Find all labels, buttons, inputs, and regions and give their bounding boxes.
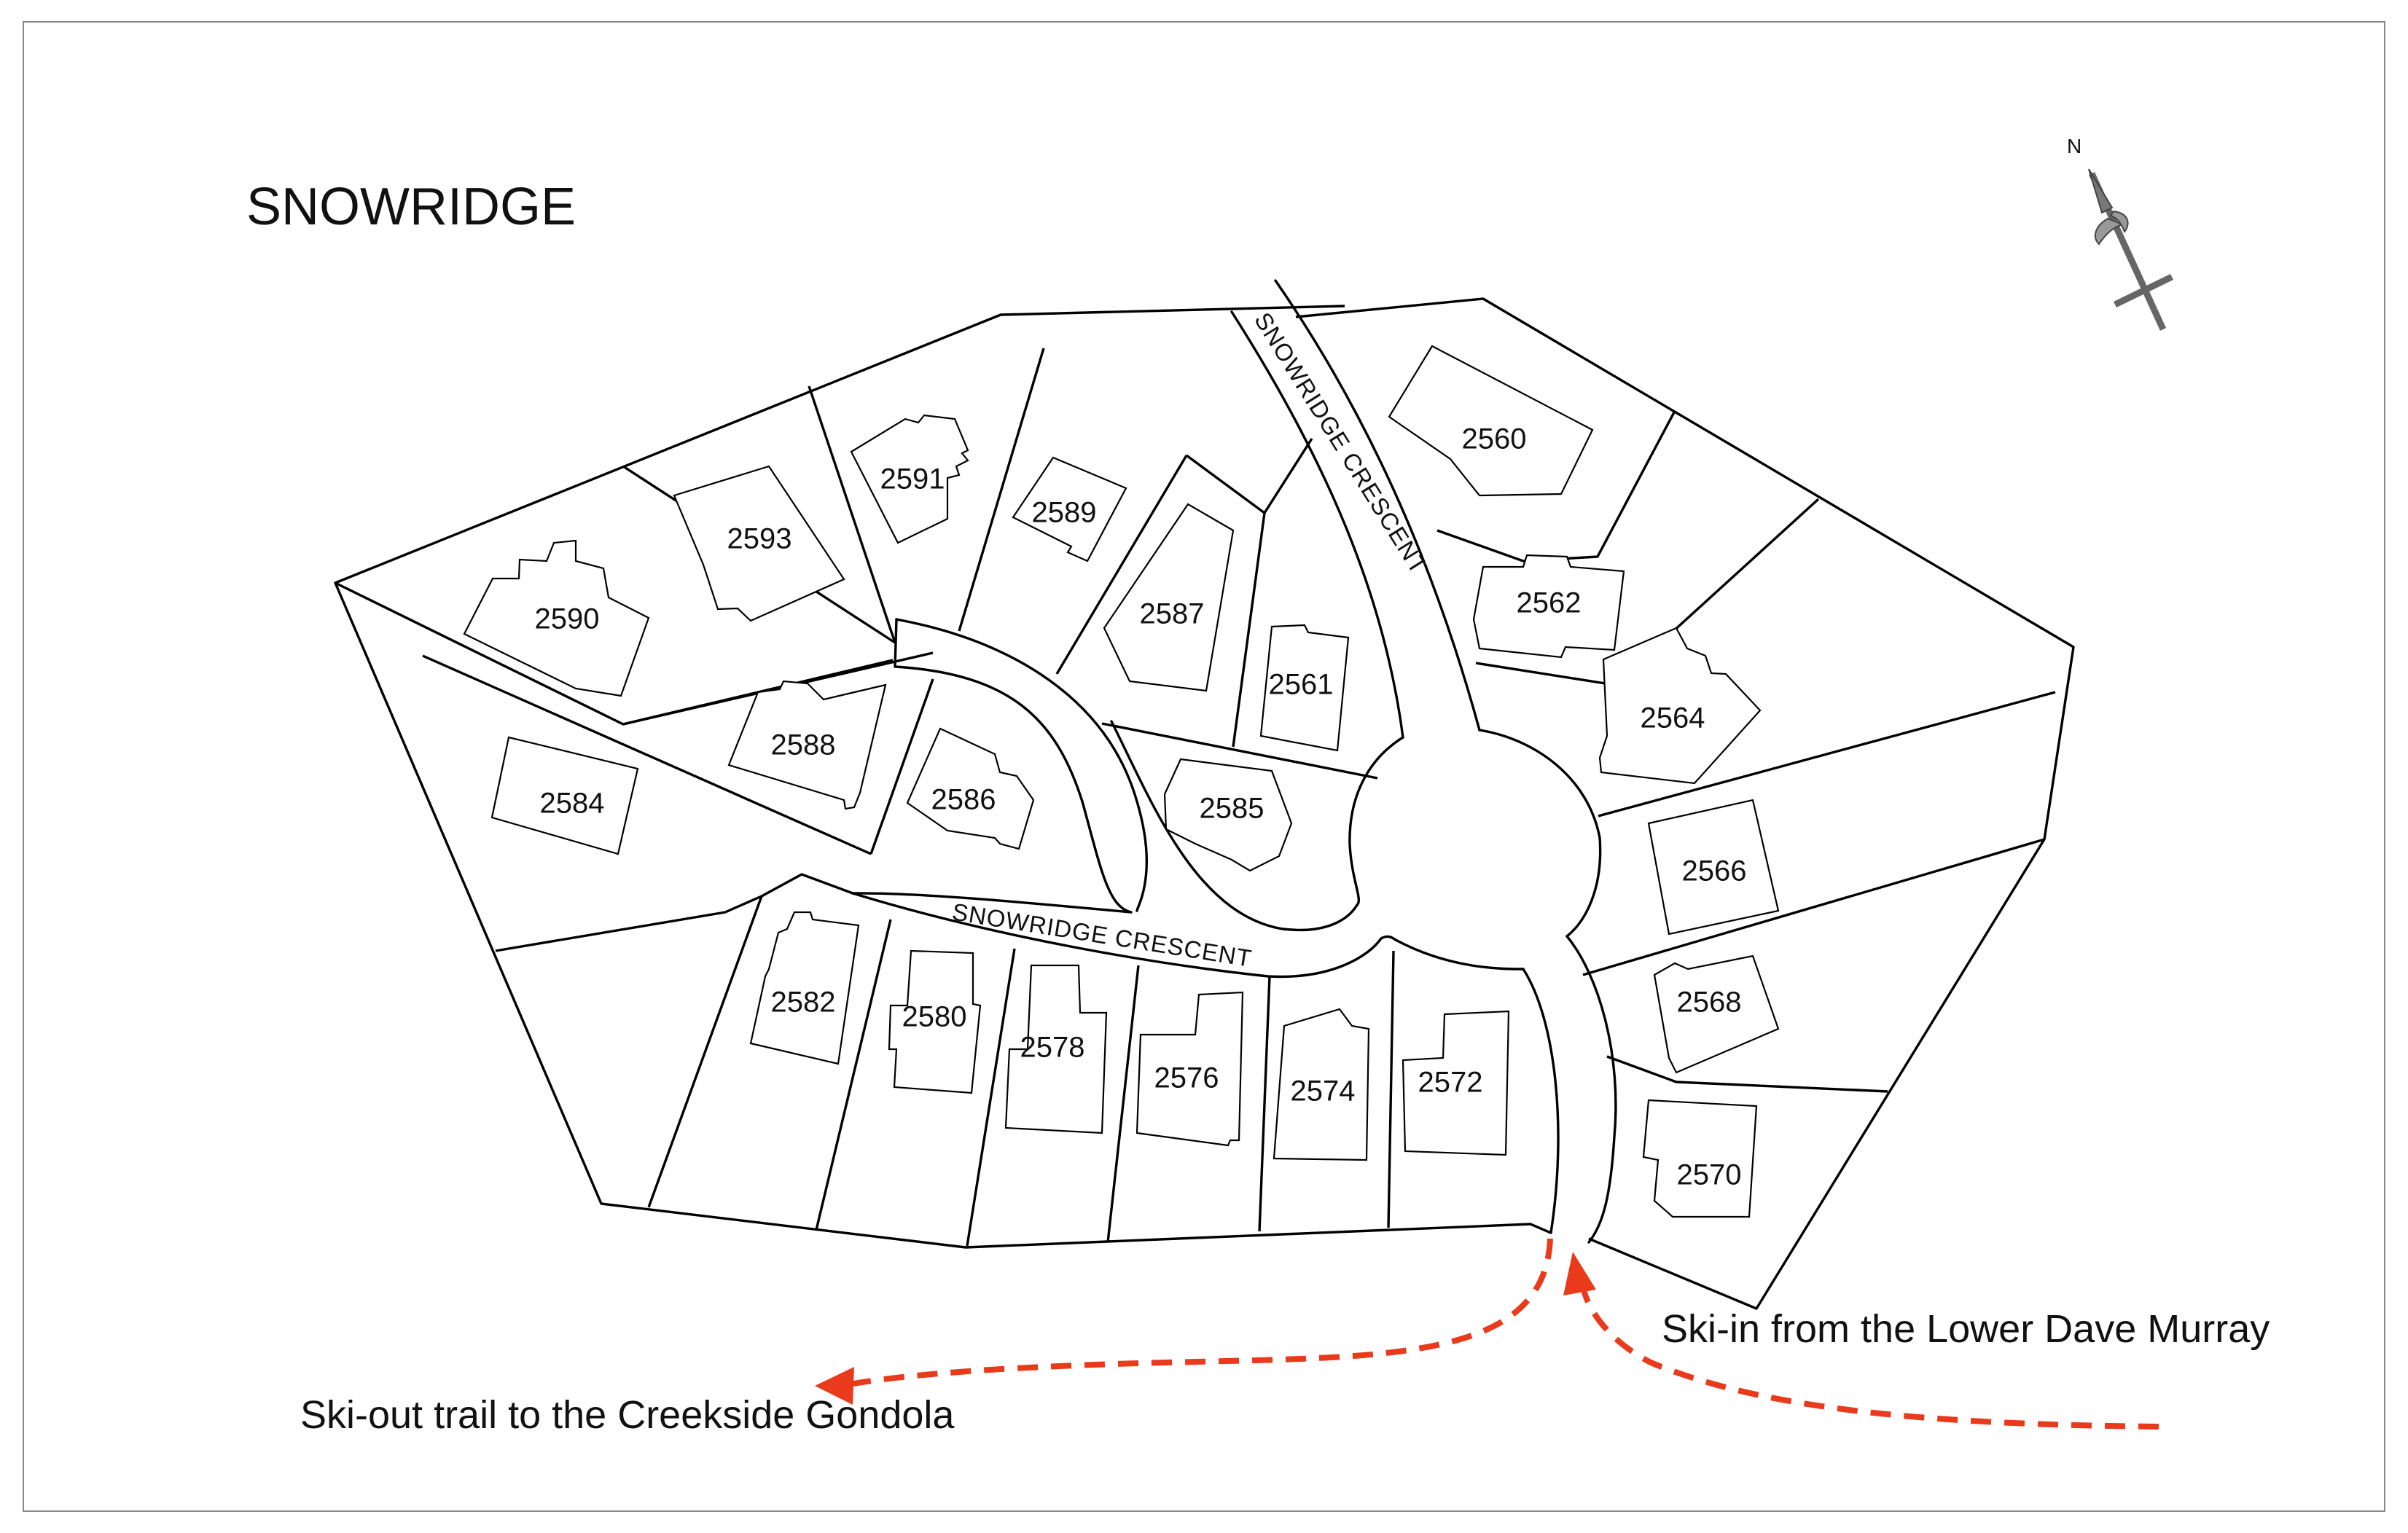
lot-2584: 2584 [540,788,605,820]
building-2582 [749,911,860,1065]
building-2574 [1273,1008,1370,1161]
lot-2562: 2562 [1517,587,1582,619]
building-2587 [1103,503,1235,692]
lot-2587: 2587 [1140,598,1205,630]
lot-2590: 2590 [535,603,600,635]
lot-boundaries [334,297,2075,1310]
building-2589 [1012,456,1127,562]
ski-out-trail [815,1238,1553,1405]
lot-2589: 2589 [1032,497,1097,529]
lot-labels: 2560 2561 2562 2564 2566 2568 2570 2572 … [535,423,1747,1191]
lot-2582: 2582 [771,987,836,1019]
ski-in-arrow-icon [1563,1252,1596,1295]
lot-2593: 2593 [727,523,792,555]
building-2572 [1402,1010,1510,1156]
ski-in-label: Ski-in from the Lower Dave Murray [1662,1307,2270,1351]
building-2591 [850,414,969,544]
lot-2568: 2568 [1677,987,1742,1019]
building-2568 [1653,954,1780,1074]
north-label: N [2067,135,2081,157]
building-2564 [1598,627,1762,785]
building-2570 [1642,1099,1758,1218]
building-2585 [1163,758,1293,872]
lot-2564: 2564 [1641,702,1705,734]
lot-2580: 2580 [902,1001,967,1033]
ski-in-trail [1563,1252,2159,1430]
lot-2586: 2586 [931,784,996,816]
building-2593 [673,465,845,622]
map-title: SNOWRIDGE [246,178,576,236]
lot-2561: 2561 [1269,669,1334,701]
map-frame [23,21,2385,1512]
lot-2574: 2574 [1291,1075,1356,1107]
north-arrow-icon: N [2067,135,2173,331]
lot-2570: 2570 [1677,1159,1742,1191]
lot-2560: 2560 [1462,423,1527,455]
ski-out-label: Ski-out trail to the Creekside Gondola [300,1393,955,1437]
lot-2566: 2566 [1682,855,1747,887]
building-2560 [1388,345,1594,497]
building-2590 [463,539,650,697]
building-2562 [1472,554,1625,659]
lot-2576: 2576 [1154,1062,1219,1094]
building-2586 [906,727,1035,850]
building-2580 [888,949,982,1094]
ski-out-arrow-icon [815,1367,854,1405]
building-2578 [1004,964,1108,1134]
building-2561 [1259,624,1350,752]
lot-2578: 2578 [1020,1032,1085,1064]
building-2584 [490,736,639,855]
lot-2588: 2588 [771,729,836,761]
street-label-north: SNOWRIDGE CRESCENT [1249,307,1433,579]
building-2576 [1135,991,1244,1147]
lot-2591: 2591 [880,463,945,495]
building-2588 [727,680,887,810]
lot-2585: 2585 [1200,793,1264,825]
roads [851,279,1617,1244]
lot-2572: 2572 [1418,1067,1483,1099]
building-footprints [463,345,1780,1218]
building-2566 [1647,799,1780,936]
